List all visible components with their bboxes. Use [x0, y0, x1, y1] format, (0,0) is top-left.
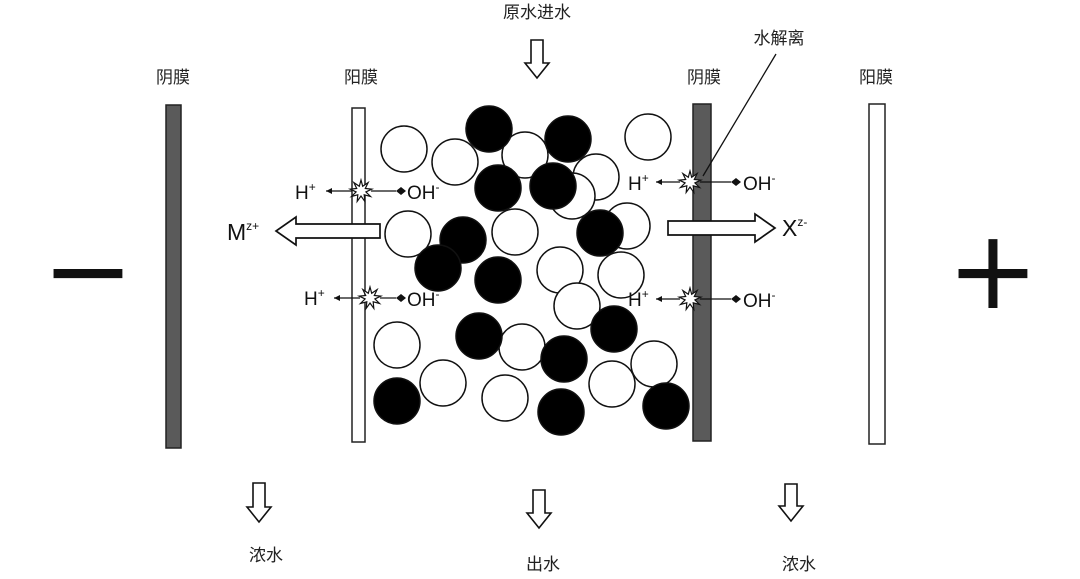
membrane-label-anion-right: 阴膜 — [687, 68, 721, 88]
concentrate-outlet-arrow-right — [777, 483, 805, 523]
dissociation-starburst-icon — [356, 284, 384, 311]
white-resin-bead — [384, 210, 432, 258]
water-dissociation-label: 水解离 — [754, 29, 805, 49]
white-resin-bead — [498, 323, 546, 371]
black-resin-bead — [642, 382, 690, 430]
white-resin-bead — [501, 131, 549, 179]
svg-text:H+: H+ — [628, 171, 649, 195]
black-resin-bead — [537, 388, 585, 436]
raw-water-inlet-label: 原水进水 — [503, 3, 571, 23]
product-water-label: 出水 — [526, 555, 560, 575]
positive-electrode-sign: + — [947, 206, 1039, 334]
product-water-outlet-arrow — [525, 489, 553, 530]
oh-minus-ion: OH — [743, 174, 772, 195]
white-resin-bead — [553, 282, 601, 330]
dissociation-group-left-top: H+ OH- — [295, 177, 440, 204]
black-resin-bead — [529, 162, 577, 210]
black-resin-bead — [474, 256, 522, 304]
oh-minus-ion: OH — [407, 183, 436, 204]
anion-transport-arrow — [667, 212, 777, 244]
negative-electrode-sign: − — [42, 206, 134, 334]
dissociation-starburst-icon — [676, 168, 704, 195]
white-resin-bead — [597, 251, 645, 299]
oh-minus-ion: OH — [743, 291, 772, 312]
black-resin-bead — [590, 305, 638, 353]
dissociation-group-left-bottom: H+ OH- — [304, 284, 440, 311]
black-resin-bead — [544, 115, 592, 163]
h-plus-ion: H — [628, 290, 642, 311]
concentrate-outlet-arrow-left — [245, 482, 273, 524]
svg-text:H+: H+ — [628, 287, 649, 311]
anion-membrane-right — [692, 103, 712, 442]
black-resin-bead — [455, 312, 503, 360]
svg-text:OH-: OH- — [743, 288, 776, 312]
membrane-label-anion-left: 阴膜 — [156, 68, 190, 88]
dissociation-group-right-bottom: H+ OH- — [628, 285, 776, 312]
svg-text:OH-: OH- — [407, 287, 440, 311]
membrane-label-cation-left: 阳膜 — [344, 68, 378, 88]
svg-text:H+: H+ — [295, 180, 316, 204]
white-resin-bead — [624, 113, 672, 161]
raw-water-inlet-arrow — [523, 39, 551, 80]
black-resin-bead — [465, 105, 513, 153]
white-resin-bead — [373, 321, 421, 369]
white-resin-bead — [588, 360, 636, 408]
white-resin-bead — [380, 125, 428, 173]
black-resin-bead — [414, 244, 462, 292]
cation-transport-arrow — [274, 215, 381, 247]
white-resin-bead — [491, 208, 539, 256]
cation-membrane-right — [868, 103, 886, 445]
white-resin-bead — [431, 138, 479, 186]
dissociation-starburst-icon — [676, 285, 704, 312]
black-resin-bead — [373, 377, 421, 425]
black-resin-bead — [540, 335, 588, 383]
svg-text:H+: H+ — [304, 286, 325, 310]
concentrate-label-left: 浓水 — [249, 546, 283, 566]
water-dissociation-pointer — [702, 53, 777, 177]
dissociation-starburst-icon — [347, 177, 375, 204]
white-resin-bead — [481, 374, 529, 422]
anion-ion-label: Xz- — [782, 215, 807, 241]
cation-membrane-left — [351, 107, 366, 443]
h-plus-ion: H — [628, 174, 642, 195]
black-resin-bead — [576, 209, 624, 257]
h-plus-ion: H — [295, 183, 309, 204]
svg-text:OH-: OH- — [407, 180, 440, 204]
h-plus-ion: H — [304, 289, 318, 310]
svg-text:OH-: OH- — [743, 171, 776, 195]
resin-bead-bed — [373, 105, 690, 436]
white-resin-bead — [419, 359, 467, 407]
concentrate-label-right: 浓水 — [782, 555, 816, 575]
oh-minus-ion: OH — [407, 290, 436, 311]
black-resin-bead — [474, 164, 522, 212]
cation-ion-label: Mz+ — [227, 219, 259, 245]
white-resin-bead — [630, 340, 678, 388]
anion-membrane-left — [165, 104, 182, 449]
dissociation-group-right-top: H+ OH- — [628, 168, 776, 195]
membrane-label-cation-right: 阳膜 — [859, 68, 893, 88]
